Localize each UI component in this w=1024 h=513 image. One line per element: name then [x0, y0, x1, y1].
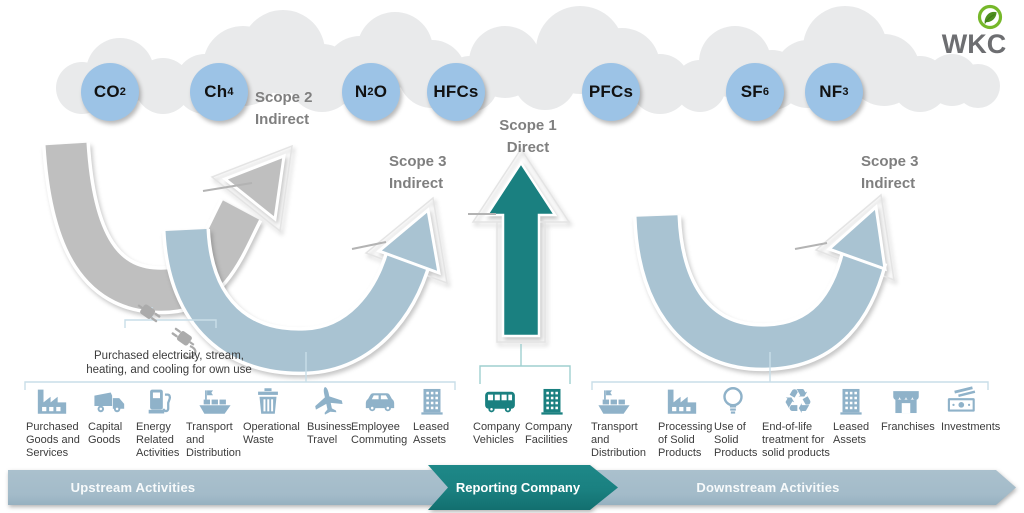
category-item: Business Travel — [307, 384, 352, 447]
category-item-label: Company Facilities — [525, 421, 573, 446]
category-item: Operational Waste — [243, 384, 300, 447]
ship-icon — [598, 390, 630, 414]
category-item: Purchased Goods and Services — [26, 384, 80, 460]
downstream-activities-label: Downstream Activities — [696, 480, 840, 495]
scope3-downstream-arrow — [633, 193, 895, 372]
arrow-dashes — [202, 182, 828, 250]
storefront-icon — [893, 391, 919, 414]
ship-icon — [199, 390, 231, 414]
money-icon — [947, 386, 976, 412]
activities-bar: Upstream Activities Downstream Activitie… — [8, 465, 1016, 510]
gas-bubble-hfcs: HFCs — [427, 63, 485, 121]
category-item: Transport and Distribution — [186, 384, 241, 460]
category-item-label: Business Travel — [307, 421, 352, 446]
recycle-icon: ♻ — [783, 384, 813, 418]
lightbulb-icon — [723, 387, 743, 414]
reporting-company-arrow: Reporting Company — [428, 465, 618, 510]
scope2-arrow — [42, 142, 293, 315]
category-item-label: Transport and Distribution — [591, 421, 647, 459]
wkc-logo: WKC — [932, 4, 1016, 62]
trash-icon — [258, 388, 278, 414]
category-item-label: Leased Assets — [413, 421, 450, 446]
category-item: Processing of Solid Products — [658, 384, 712, 460]
building-icon — [541, 388, 563, 415]
category-item: Investments — [941, 384, 1000, 434]
category-item-label: Transport and Distribution — [186, 421, 242, 459]
car-icon — [365, 393, 395, 412]
category-item: Transport and Distribution — [591, 384, 646, 460]
category-item: Leased Assets — [413, 384, 454, 447]
category-item-label: Franchises — [881, 421, 935, 433]
category-item-label: Employee Commuting — [351, 421, 408, 446]
upstream-activities-label: Upstream Activities — [70, 480, 196, 495]
reporting-company-label: Reporting Company — [455, 480, 581, 495]
category-item-label: Capital Goods — [88, 421, 123, 446]
building-icon — [421, 388, 443, 415]
plug-icon — [137, 304, 197, 359]
category-item-label: End-of-life treatment for solid products — [762, 421, 830, 459]
electricity-note: Purchased electricity, stream, heating, … — [86, 350, 252, 376]
scope1-arrow — [471, 147, 571, 343]
category-item-label: Leased Assets — [833, 421, 870, 446]
category-item-label: Company Vehicles — [473, 421, 521, 446]
category-item-label: Processing of Solid Products — [658, 421, 713, 459]
building-icon — [840, 388, 862, 415]
category-item-label: Energy Related Activities — [136, 421, 180, 459]
category-item: Use of Solid Products — [714, 384, 757, 460]
category-item: Employee Commuting — [351, 384, 407, 447]
bracket-lines — [24, 307, 989, 390]
category-item-label: Purchased Goods and Services — [26, 421, 80, 459]
wkc-logo-text: WKC — [942, 29, 1006, 59]
scope3-upstream-arrow — [162, 196, 448, 376]
fuel-pump-icon — [148, 389, 172, 414]
svg-text:♻: ♻ — [783, 384, 813, 418]
category-item: Company Vehicles — [473, 384, 522, 447]
category-item-label: Operational Waste — [243, 421, 300, 446]
leaf-icon — [977, 4, 1003, 30]
reporting-bracket — [479, 344, 571, 384]
category-item: Energy Related Activities — [136, 384, 182, 460]
category-item: Leased Assets — [833, 384, 873, 447]
factory-icon — [667, 389, 697, 414]
category-item-label: Investments — [941, 421, 1001, 433]
factory-icon — [37, 389, 67, 414]
truck-icon — [94, 392, 125, 413]
category-item: Company Facilities — [525, 384, 574, 447]
category-item-label: Use of Solid Products — [714, 421, 758, 459]
category-item: Capital Goods — [88, 384, 132, 447]
category-item: ♻End-of-life treatment for solid product… — [762, 384, 830, 460]
category-item: Franchises — [881, 384, 935, 434]
gas-bubble-pfcs: PFCs — [582, 63, 640, 121]
airplane-icon — [315, 387, 343, 415]
bus-icon — [485, 391, 515, 413]
